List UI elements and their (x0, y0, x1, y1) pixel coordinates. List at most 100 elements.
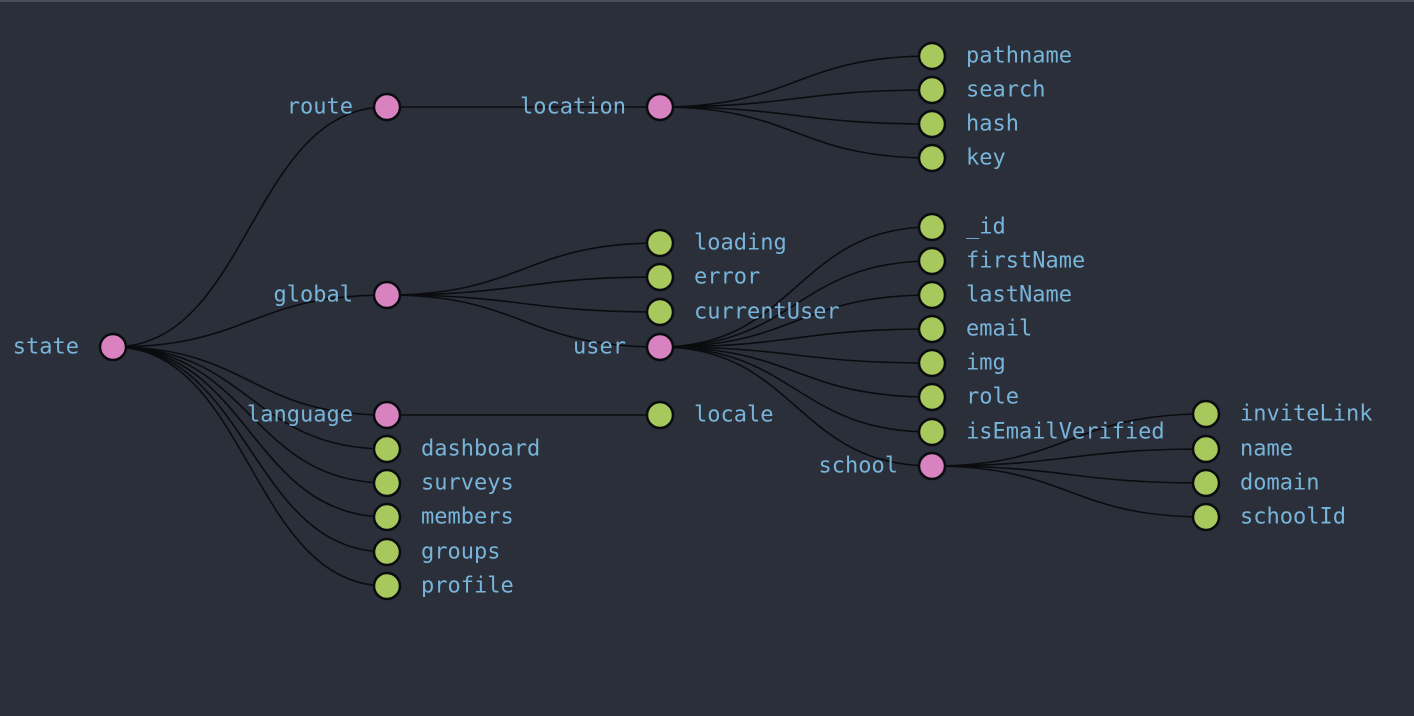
edge-state-to-route (112, 106, 388, 348)
node-label-name: name (1240, 437, 1293, 462)
leaf-node-circle-lastname[interactable] (917, 280, 947, 310)
tree-node-search[interactable]: search (917, 75, 1045, 105)
node-label-invitelink: inviteLink (1240, 402, 1372, 427)
node-label-profile: profile (421, 574, 514, 599)
leaf-node-circle-firstname[interactable] (917, 246, 947, 276)
node-label-firstname: firstName (966, 249, 1085, 274)
leaf-node-circle-invitelink[interactable] (1191, 399, 1221, 429)
window-top-border (0, 0, 1414, 2)
tree-node-surveys[interactable]: surveys (372, 468, 514, 498)
tree-node-invitelink[interactable]: inviteLink (1191, 399, 1372, 429)
tree-node-lastname[interactable]: lastName (917, 280, 1072, 310)
tree-node-id[interactable]: _id (917, 212, 1006, 242)
tree-node-user[interactable]: user (573, 332, 675, 362)
tree-node-route[interactable]: route (287, 92, 402, 122)
leaf-node-circle-loading[interactable] (645, 228, 675, 258)
tree-node-members[interactable]: members (372, 502, 514, 532)
node-label-lastname: lastName (966, 283, 1072, 308)
leaf-node-circle-name[interactable] (1191, 434, 1221, 464)
edge-global-to-user (386, 294, 661, 348)
edge-state-to-global (112, 294, 388, 348)
leaf-node-circle-img[interactable] (917, 348, 947, 378)
leaf-node-circle-dashboard[interactable] (372, 434, 402, 464)
tree-node-currentuser[interactable]: currentUser (645, 297, 840, 327)
tree-node-hash[interactable]: hash (917, 109, 1019, 139)
branch-node-circle-school[interactable] (917, 451, 947, 481)
tree-node-schoolid[interactable]: schoolId (1191, 502, 1346, 532)
node-label-school: school (819, 454, 898, 479)
tree-node-language[interactable]: language (247, 400, 402, 430)
tree-node-locale[interactable]: locale (645, 400, 773, 430)
leaf-node-circle-surveys[interactable] (372, 468, 402, 498)
leaf-node-circle-profile[interactable] (372, 571, 402, 601)
node-label-location: location (520, 95, 626, 120)
tree-node-location[interactable]: location (520, 92, 675, 122)
node-label-img: img (966, 351, 1006, 376)
edge-user-to-id (659, 226, 933, 348)
leaf-node-circle-key[interactable] (917, 143, 947, 173)
node-label-hash: hash (966, 112, 1019, 137)
leaf-node-circle-domain[interactable] (1191, 468, 1221, 498)
tree-node-global[interactable]: global (274, 280, 402, 310)
tree-node-role[interactable]: role (917, 382, 1019, 412)
tree-node-key[interactable]: key (917, 143, 1006, 173)
node-label-key: key (966, 146, 1006, 171)
edge-global-to-currentuser (386, 294, 661, 313)
tree-edges (112, 55, 1207, 587)
branch-node-circle-language[interactable] (372, 400, 402, 430)
leaf-node-circle-search[interactable] (917, 75, 947, 105)
leaf-node-circle-pathname[interactable] (917, 41, 947, 71)
node-label-groups: groups (421, 540, 500, 565)
node-label-loading: loading (694, 231, 787, 256)
tree-node-groups[interactable]: groups (372, 537, 500, 567)
branch-node-circle-user[interactable] (645, 332, 675, 362)
node-label-members: members (421, 505, 514, 530)
tree-node-isemailverified[interactable]: isEmailVerified (917, 417, 1165, 447)
edge-user-to-email (659, 328, 933, 348)
leaf-node-circle-role[interactable] (917, 382, 947, 412)
branch-node-circle-state[interactable] (98, 332, 128, 362)
edge-location-to-hash (659, 106, 933, 125)
node-label-search: search (966, 78, 1045, 103)
leaf-node-circle-groups[interactable] (372, 537, 402, 567)
tree-node-email[interactable]: email (917, 314, 1032, 344)
leaf-node-circle-schoolid[interactable] (1191, 502, 1221, 532)
tree-node-name[interactable]: name (1191, 434, 1293, 464)
leaf-node-circle-id[interactable] (917, 212, 947, 242)
edge-state-to-dashboard (112, 346, 388, 450)
edge-user-to-isemailverified (659, 346, 933, 433)
tree-node-pathname[interactable]: pathname (917, 41, 1072, 71)
node-label-route: route (287, 95, 353, 120)
node-label-id: _id (966, 215, 1006, 240)
tree-node-firstname[interactable]: firstName (917, 246, 1085, 276)
edge-school-to-domain (931, 465, 1207, 484)
branch-node-circle-location[interactable] (645, 92, 675, 122)
edge-user-to-role (659, 346, 933, 398)
node-label-error: error (694, 265, 760, 290)
branch-node-circle-global[interactable] (372, 280, 402, 310)
leaf-node-circle-hash[interactable] (917, 109, 947, 139)
leaf-node-circle-isemailverified[interactable] (917, 417, 947, 447)
tree-node-dashboard[interactable]: dashboard (372, 434, 540, 464)
branch-node-circle-route[interactable] (372, 92, 402, 122)
leaf-node-circle-email[interactable] (917, 314, 947, 344)
tree-node-state[interactable]: state (13, 332, 128, 362)
leaf-node-circle-locale[interactable] (645, 400, 675, 430)
leaf-node-circle-members[interactable] (372, 502, 402, 532)
tree-nodes: pathname search hash key location route loadin… (13, 41, 1372, 601)
tree-node-school[interactable]: school (819, 451, 947, 481)
edge-state-to-groups (112, 346, 388, 553)
tree-node-error[interactable]: error (645, 262, 760, 292)
node-label-pathname: pathname (966, 44, 1072, 69)
edge-state-to-members (112, 346, 388, 518)
tree-node-profile[interactable]: profile (372, 571, 514, 601)
tree-node-loading[interactable]: loading (645, 228, 787, 258)
tree-node-img[interactable]: img (917, 348, 1006, 378)
edge-global-to-error (386, 276, 661, 296)
leaf-node-circle-error[interactable] (645, 262, 675, 292)
node-label-user: user (573, 335, 626, 360)
node-label-dashboard: dashboard (421, 437, 540, 462)
leaf-node-circle-currentuser[interactable] (645, 297, 675, 327)
tree-node-domain[interactable]: domain (1191, 468, 1319, 498)
